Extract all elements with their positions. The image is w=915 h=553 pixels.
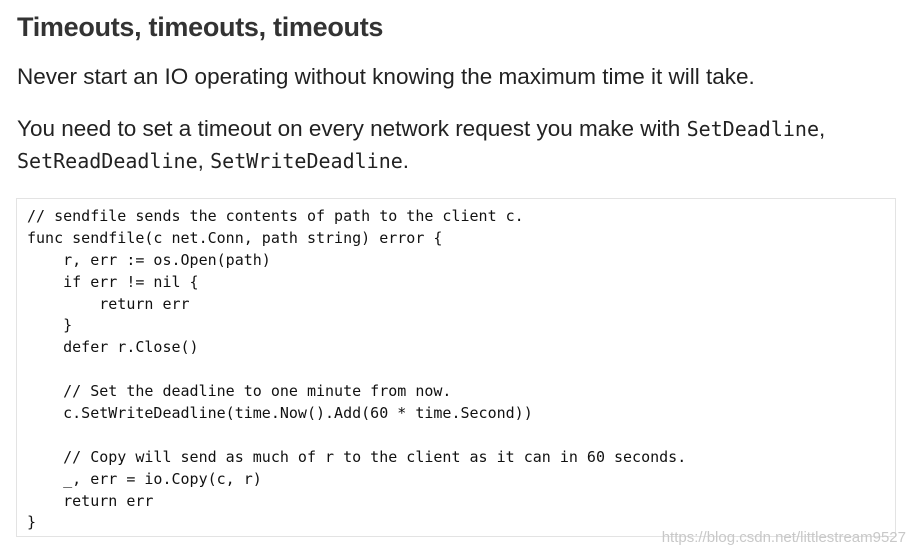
code-line <box>27 359 885 381</box>
code-line: func sendfile(c net.Conn, path string) e… <box>27 228 443 247</box>
code-line: if err != nil { <box>27 272 199 291</box>
inline-code-setreaddeadline: SetReadDeadline <box>17 149 198 173</box>
paragraph-text: You need to set a timeout on every netwo… <box>17 116 687 141</box>
code-line: // sendfile sends the contents of path t… <box>27 207 524 225</box>
section-heading: Timeouts, timeouts, timeouts <box>17 12 384 42</box>
intro-paragraph: Never start an IO operating without know… <box>17 64 755 89</box>
code-listing: // sendfile sends the contents of path t… <box>27 206 885 534</box>
code-line: // Copy will send as much of r to the cl… <box>27 447 687 466</box>
code-line: return err <box>27 491 154 510</box>
code-line: } <box>27 513 37 532</box>
paragraph-separator: , <box>819 116 826 141</box>
code-line: } <box>27 316 73 335</box>
inline-code-setdeadline: SetDeadline <box>686 117 820 141</box>
code-line: // Set the deadline to one minute from n… <box>27 382 452 401</box>
code-line: r, err := os.Open(path) <box>27 250 271 269</box>
code-line: defer r.Close() <box>27 338 199 357</box>
deadline-paragraph-line-1: You need to set a timeout on every netwo… <box>17 113 825 145</box>
inline-code-setwritedeadline: SetWriteDeadline <box>210 149 403 173</box>
deadline-paragraph-line-2: SetReadDeadline, SetWriteDeadline. <box>17 145 825 177</box>
paragraph-separator: , <box>197 148 211 173</box>
paragraph-end: . <box>402 148 410 173</box>
code-line <box>27 425 885 447</box>
code-line: _, err = io.Copy(c, r) <box>27 469 262 488</box>
code-line: c.SetWriteDeadline(time.Now().Add(60 * t… <box>27 404 533 423</box>
code-line: return err <box>27 294 190 313</box>
code-block: // sendfile sends the contents of path t… <box>16 198 896 537</box>
watermark-url: https://blog.csdn.net/littlestream9527 <box>661 529 906 546</box>
deadline-paragraph: You need to set a timeout on every netwo… <box>17 113 825 177</box>
